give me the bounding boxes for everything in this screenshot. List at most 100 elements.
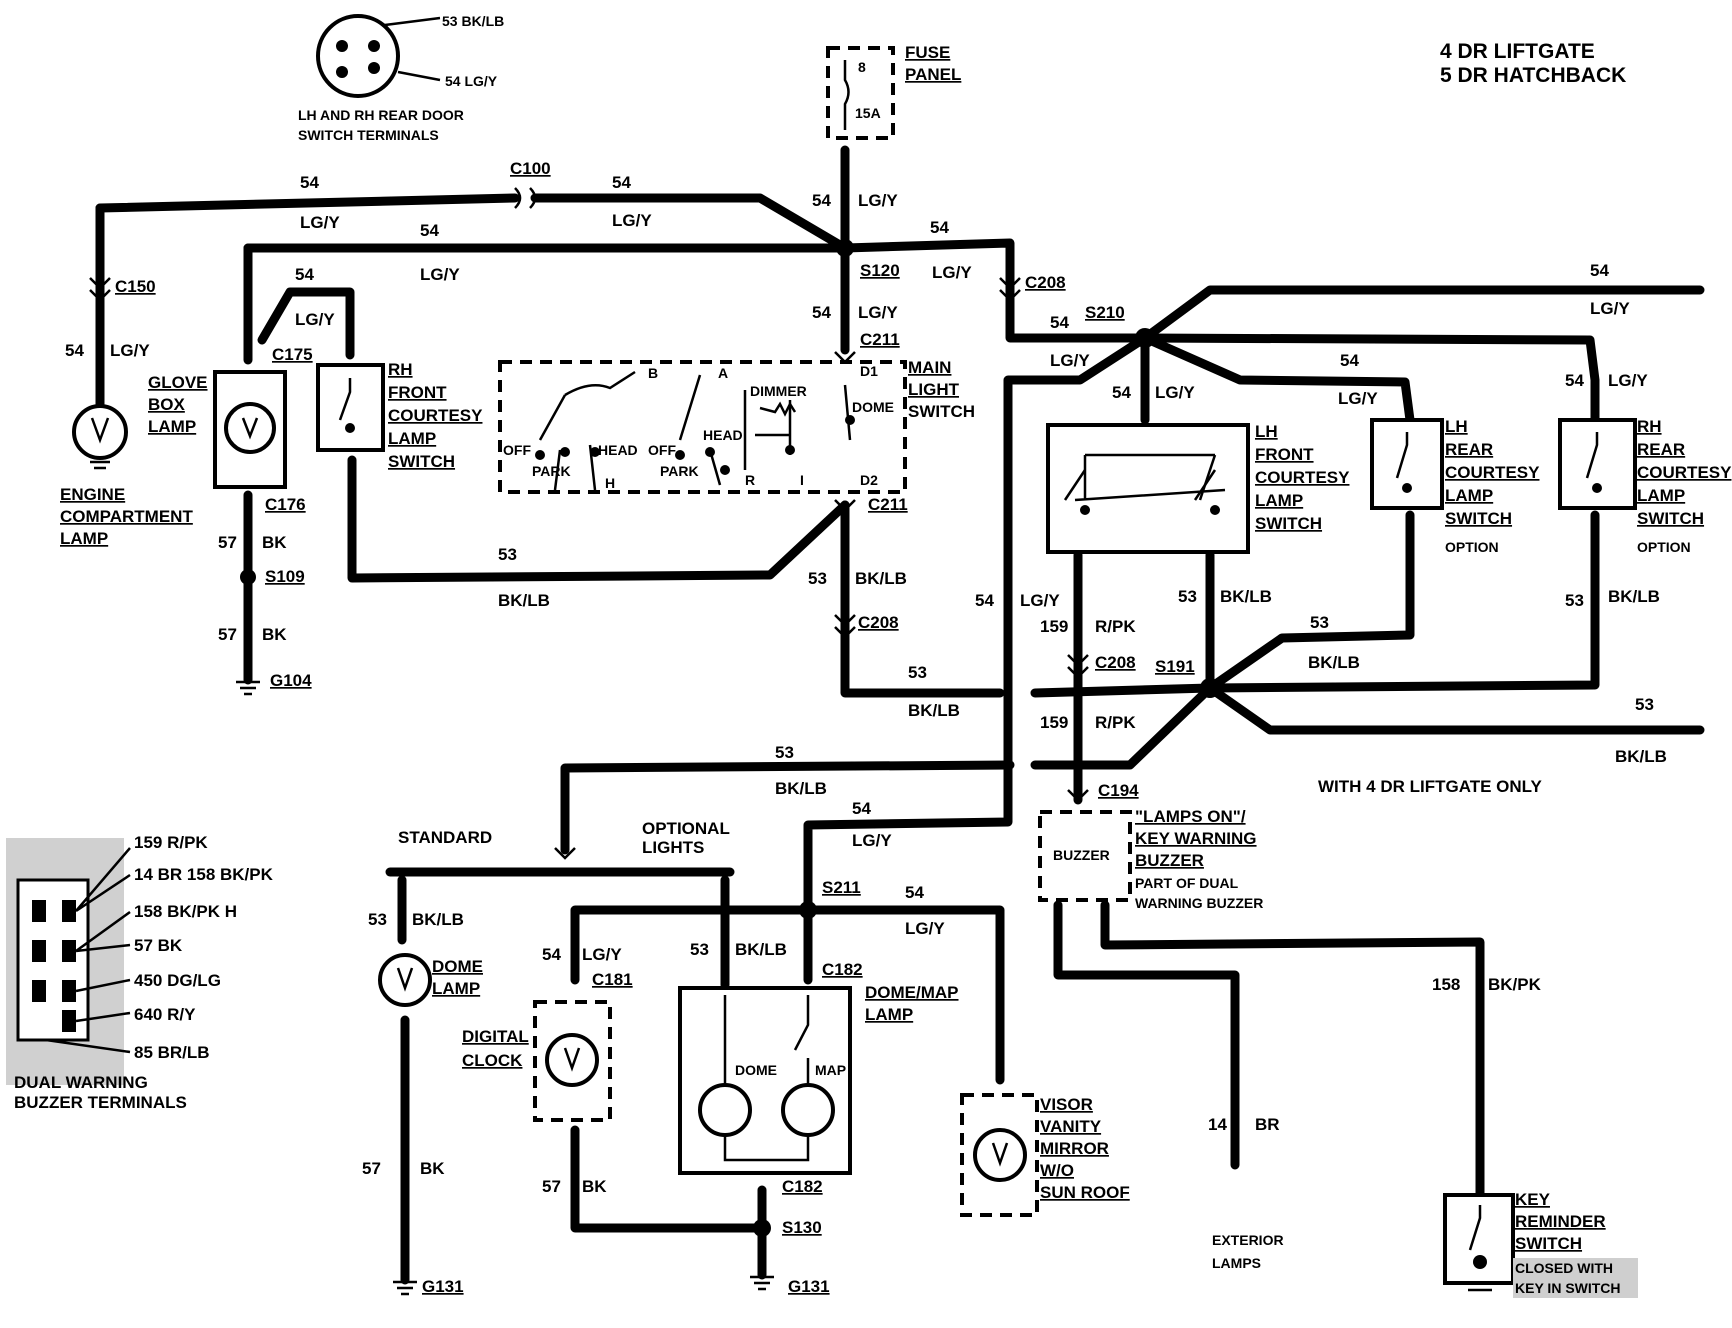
wl-lgy-c: LG/Y [420, 265, 460, 284]
switch-dimmer: DIMMER [750, 383, 807, 399]
engine-lamp-label-2: COMPARTMENT [60, 507, 193, 526]
wl-54-f: 54 [812, 191, 831, 210]
wl-54-q: 54 [542, 945, 561, 964]
fuse-panel-label-1: FUSE [905, 43, 950, 62]
rh-front-label-5: SWITCH [388, 452, 455, 471]
buzzer-label-1: "LAMPS ON"/ [1135, 807, 1246, 826]
switch-off-2: OFF [648, 442, 676, 458]
dome-map-lamp: DOME MAP DOME/MAP LAMP [678, 983, 959, 1175]
wl-54-h: 54 [812, 303, 831, 322]
ground-g104: G104 [270, 671, 312, 690]
visor-vanity-mirror: VISOR VANITY MIRROR W/O SUN ROOF [960, 1093, 1130, 1217]
dual-wire-1: 159 R/PK [134, 833, 208, 852]
splice-s211-dot [799, 901, 817, 919]
wl-bklb-d: BK/LB [1220, 587, 1272, 606]
wl-54-b: 54 [612, 173, 631, 192]
wl-lgy-b: LG/Y [612, 211, 652, 230]
wl-bklb-f: BK/LB [1608, 587, 1660, 606]
wl-14: 14 [1208, 1115, 1227, 1134]
visor-label-5: SUN ROOF [1040, 1183, 1130, 1202]
switch-r: R [745, 472, 755, 488]
wires-53-bklb [347, 455, 1705, 1285]
dual-terminals-label-1: DUAL WARNING [14, 1073, 148, 1092]
dual-wire-6: 640 R/Y [134, 1005, 196, 1024]
label-s210: S210 [1085, 303, 1125, 322]
wl-159-a: 159 [1040, 617, 1068, 636]
splice-s191-dot [1200, 678, 1220, 698]
wl-54-i: 54 [1050, 313, 1069, 332]
wl-rpk-b: R/PK [1095, 713, 1136, 732]
label-c211-bottom: C211 [868, 495, 908, 514]
wl-bklb-c: BK/LB [908, 701, 960, 720]
exterior-label-1: EXTERIOR [1212, 1232, 1284, 1248]
wl-lgy-o: LG/Y [852, 831, 892, 850]
switch-park-2: PARK [660, 463, 699, 479]
main-light-switch: D1 D2 DOME DIMMER B A OFF HEAD PARK OFF … [498, 358, 975, 494]
wl-lgy-l: LG/Y [1590, 299, 1630, 318]
wl-lgy-d: LG/Y [295, 310, 335, 329]
fuse-panel-label-2: PANEL [905, 65, 961, 84]
dome-lamp-label-2: LAMP [432, 979, 480, 998]
label-c194: C194 [1098, 781, 1139, 800]
rh-rear-courtesy-switch: RH REAR COURTESY LAMP SWITCH OPTION [1558, 417, 1732, 555]
wl-lgy-p: LG/Y [905, 919, 945, 938]
wl-br: BR [1255, 1115, 1280, 1134]
wl-bk-b: BK [262, 625, 287, 644]
wl-lgy-k: LG/Y [1338, 389, 1378, 408]
wl-bk-d: BK [582, 1177, 607, 1196]
label-c175: C175 [272, 345, 313, 364]
label-c208-left: C208 [858, 613, 899, 632]
wl-53-e: 53 [1310, 613, 1329, 632]
glove-box-label-2: BOX [148, 395, 186, 414]
door-switch-terminals: 53 BK/LB 54 LG/Y LH AND RH REAR DOOR SWI… [298, 13, 504, 143]
wl-bklb-j: BK/LB [735, 940, 787, 959]
wl-bk-a: BK [262, 533, 287, 552]
label-s191: S191 [1155, 657, 1195, 676]
wl-53-f: 53 [1565, 591, 1584, 610]
label-c176: C176 [265, 495, 306, 514]
rh-rear-label-1: RH [1637, 417, 1662, 436]
rh-front-label-1: RH [388, 360, 413, 379]
splice-s120-dot [836, 239, 854, 257]
ground-g131: G131 [422, 1277, 464, 1296]
grounds: G104 G131 G131 [236, 671, 830, 1296]
visor-label-2: VANITY [1040, 1117, 1102, 1136]
label-s211: S211 [822, 878, 861, 897]
wl-53-b: 53 [808, 569, 827, 588]
dual-wire-4: 57 BK [134, 936, 183, 955]
rh-rear-label-4: LAMP [1637, 486, 1685, 505]
dome-lamp-standard: DOME LAMP [378, 953, 483, 1007]
key-reminder-label-1: KEY [1515, 1190, 1551, 1209]
wl-158: 158 [1432, 975, 1460, 994]
switch-i: I [800, 472, 804, 488]
lh-rear-label-3: COURTESY [1445, 463, 1540, 482]
engine-lamp-label-1: ENGINE [60, 485, 125, 504]
wl-bklb-a: BK/LB [498, 591, 550, 610]
switch-park-1: PARK [532, 463, 571, 479]
wl-53-i: 53 [368, 910, 387, 929]
lh-front-label-4: LAMP [1255, 491, 1303, 510]
wl-54-m: 54 [1565, 371, 1584, 390]
wl-lgy-a: LG/Y [300, 213, 340, 232]
lh-rear-label-5: SWITCH [1445, 509, 1512, 528]
lh-rear-courtesy-switch: LH REAR COURTESY LAMP SWITCH OPTION [1370, 417, 1540, 555]
label-c208-top: C208 [1025, 273, 1066, 292]
fuse-number: 8 [858, 59, 866, 75]
exterior-label-2: LAMPS [1212, 1255, 1261, 1271]
switch-d2: D2 [860, 472, 878, 488]
clock-label-2: CLOCK [462, 1051, 523, 1070]
wl-bklb-g: BK/LB [1615, 747, 1667, 766]
glove-box-label-1: GLOVE [148, 373, 208, 392]
wl-bklb-e: BK/LB [1308, 653, 1360, 672]
rh-rear-label-2: REAR [1637, 440, 1685, 459]
lh-front-courtesy-switch: LH FRONT COURTESY LAMP SWITCH [1046, 422, 1350, 554]
wl-lgy-g: LG/Y [932, 263, 972, 282]
dual-wire-3: 158 BK/PK H [134, 902, 237, 921]
lh-rear-label-4: LAMP [1445, 486, 1493, 505]
switch-head-2: HEAD [703, 427, 743, 443]
label-c182-bottom: C182 [782, 1177, 823, 1196]
wl-lgy-e: LG/Y [110, 341, 150, 360]
wl-lgy-h: LG/Y [858, 303, 898, 322]
visor-label-3: MIRROR [1040, 1139, 1109, 1158]
